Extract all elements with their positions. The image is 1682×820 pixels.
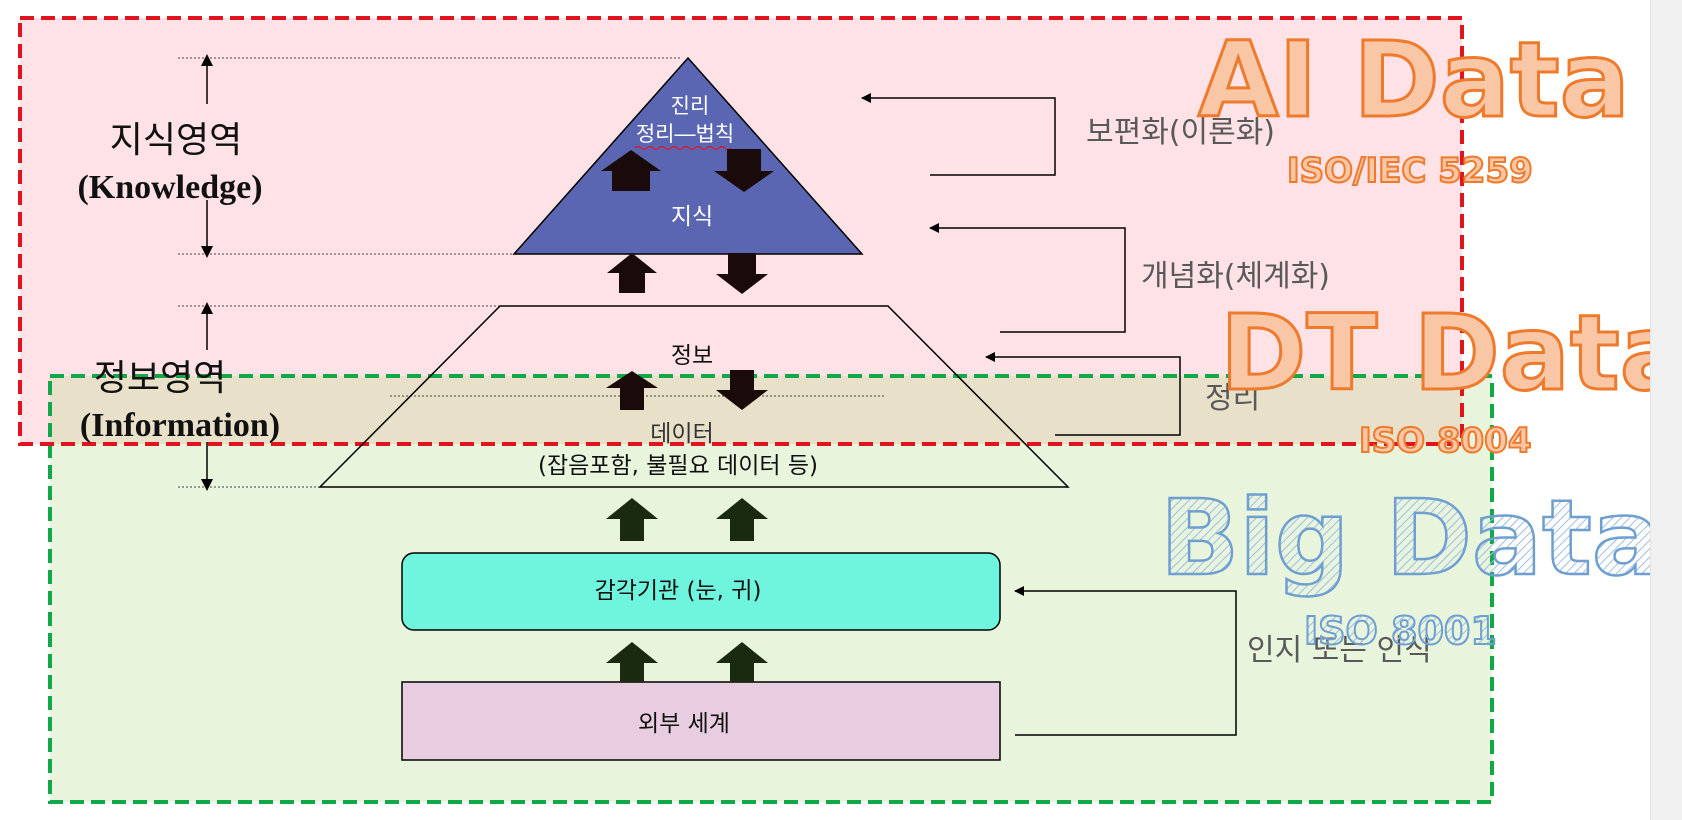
world-box-label: 외부 세계 xyxy=(638,711,730,737)
spellcheck-underline xyxy=(634,145,732,151)
conceptualization-label: 개념화(체계화) xyxy=(1141,259,1330,294)
information-trapezoid xyxy=(318,305,1070,488)
recognition-connector xyxy=(1014,586,1237,736)
universalization-connector xyxy=(861,93,1056,176)
vertical-scrollbar[interactable] xyxy=(1650,0,1682,820)
trapezoid-middle-label: 데이터 xyxy=(650,421,713,447)
up-arrow xyxy=(716,642,768,682)
sensor-box-label: 감각기관 (눈, 귀) xyxy=(595,578,762,604)
feedback-connectors xyxy=(861,93,1237,736)
recognition-label: 인지 또는 인식 xyxy=(1247,633,1432,668)
triangle-top-label: 진리 xyxy=(671,94,710,118)
information-label-en: (Information) xyxy=(80,407,280,444)
up-arrow xyxy=(606,498,658,541)
ai-data-region-border xyxy=(18,16,1464,446)
knowledge-triangle xyxy=(512,56,864,255)
trapezoid-top-label: 정보 xyxy=(671,343,713,369)
organization-label: 정리 xyxy=(1205,381,1260,416)
up-arrow xyxy=(606,642,658,682)
up-arrow xyxy=(716,498,768,541)
organization-connector xyxy=(985,352,1181,436)
dt-data-title: DT Data xyxy=(1220,292,1682,414)
triangle-bottom-label: 지식 xyxy=(671,204,713,230)
up-arrow xyxy=(607,253,657,293)
knowledge-label-en: (Knowledge) xyxy=(77,169,262,206)
conceptualization-connector xyxy=(929,223,1126,333)
ai-data-title: AI Data xyxy=(1198,19,1630,141)
trapezoid-bottom-label: (잡음포함, 불필요 데이터 등) xyxy=(538,453,818,479)
up-arrow xyxy=(606,371,658,410)
knowledge-label-kr: 지식영역 xyxy=(110,120,242,161)
big-data-standard: ISO 8001 xyxy=(1304,609,1497,653)
information-label-kr: 정보영역 xyxy=(94,358,226,399)
down-arrow xyxy=(714,149,774,192)
big-data-region-border xyxy=(48,374,1494,804)
block-arrows xyxy=(601,149,774,682)
world-box xyxy=(401,681,1001,761)
down-arrow xyxy=(716,370,768,410)
up-arrow xyxy=(601,150,661,191)
ai-data-standard: ISO/IEC 5259 xyxy=(1287,151,1533,191)
sensor-box xyxy=(401,552,1001,631)
universalization-label: 보편화(이론화) xyxy=(1086,115,1275,150)
triangle-top-sub-label: 정리―법칙 xyxy=(636,122,734,146)
big-data-title: Big Data xyxy=(1160,477,1662,599)
down-arrow xyxy=(716,253,768,294)
dt-data-standard: ISO 8004 xyxy=(1359,421,1532,461)
overlap-region-fill xyxy=(50,376,1462,444)
